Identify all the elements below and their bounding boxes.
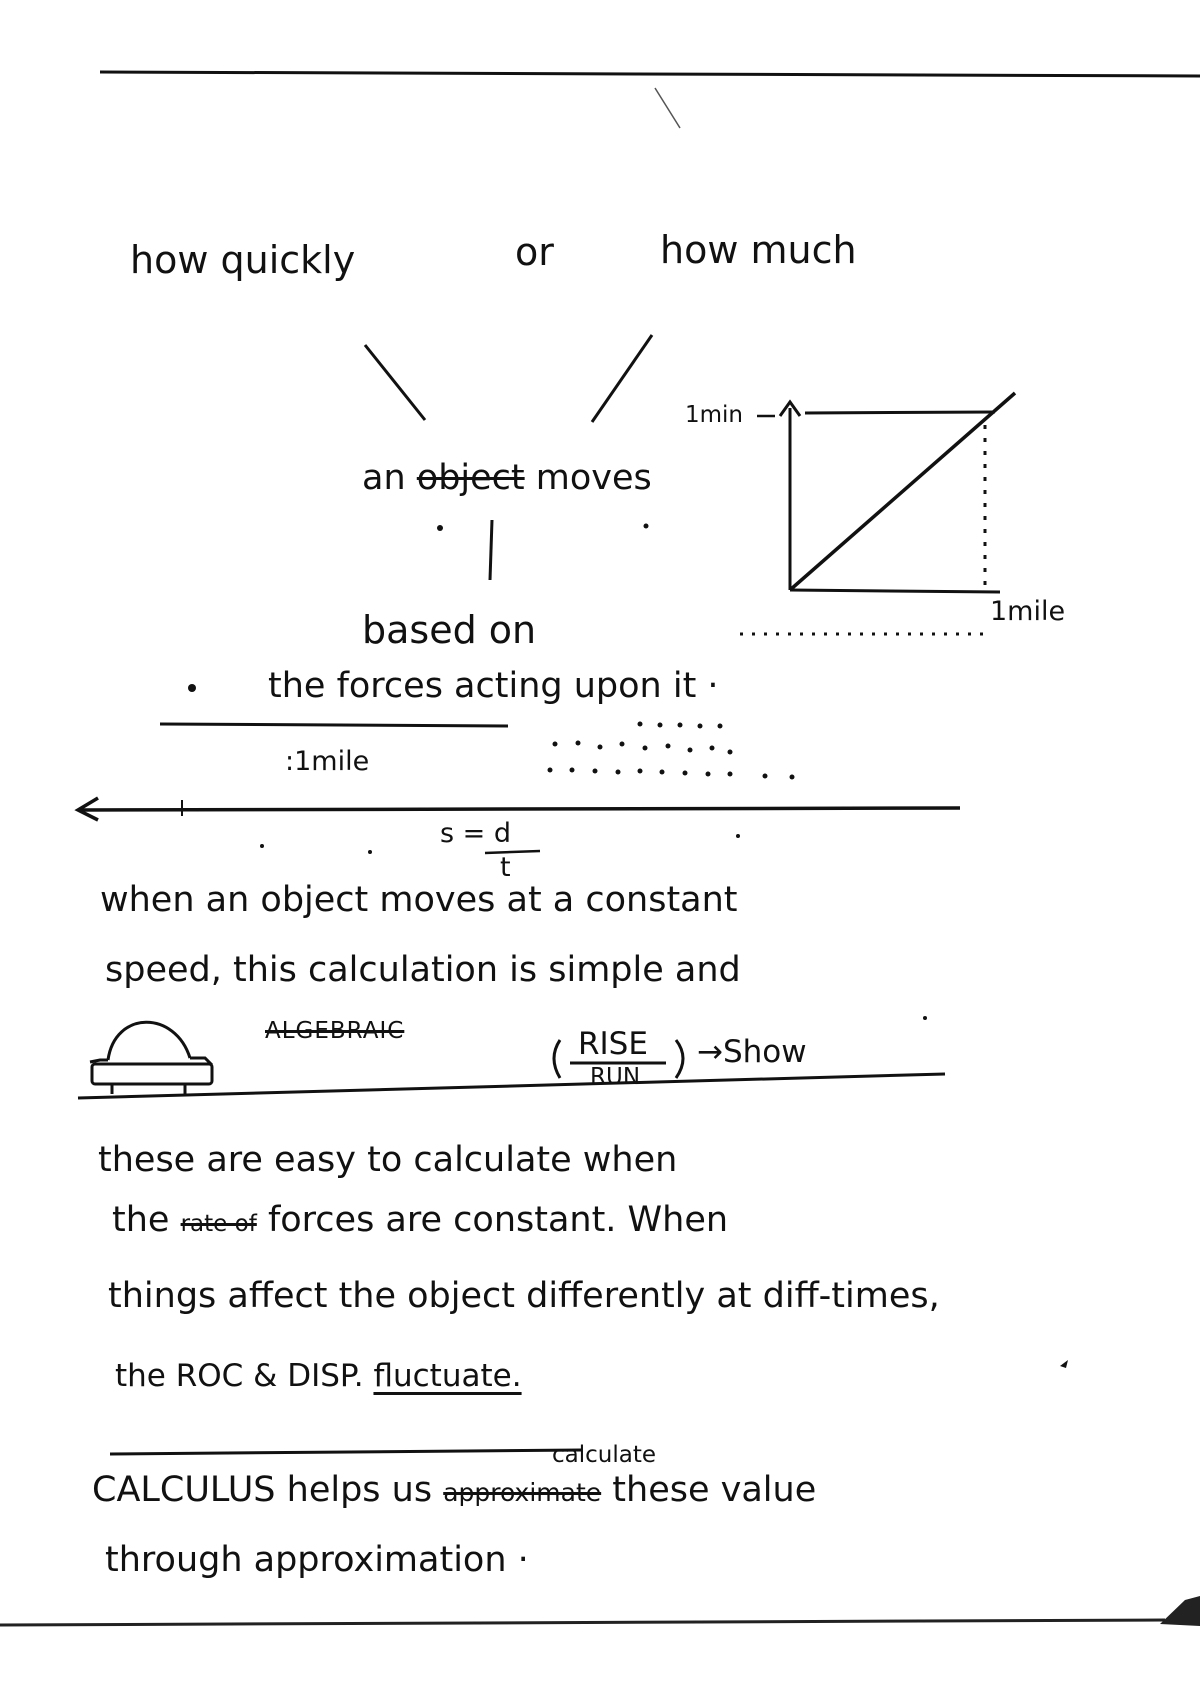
para2-line4: the ROC & DISP. fluctuate. bbox=[115, 1358, 522, 1394]
stray-mark bbox=[654, 87, 681, 129]
calc-line2: through approximation · bbox=[105, 1540, 529, 1580]
section-rule bbox=[77, 1072, 946, 1100]
formula-t: t bbox=[500, 852, 511, 883]
distance-time-graph bbox=[740, 391, 1017, 636]
dot-mark bbox=[437, 525, 443, 531]
short-rule bbox=[159, 722, 509, 728]
paren-left bbox=[552, 1039, 562, 1079]
calc-insert: calculate bbox=[552, 1442, 657, 1468]
calculus-rule bbox=[109, 1448, 583, 1456]
dot-mark bbox=[736, 834, 740, 838]
dot-mark bbox=[923, 1016, 927, 1020]
object-struck: object bbox=[416, 458, 525, 498]
bullet bbox=[188, 684, 196, 692]
calc-line1-a: CALCULUS helps us bbox=[92, 1470, 433, 1510]
formula-fraction-bar bbox=[484, 849, 541, 855]
graph-x-axis bbox=[789, 588, 1001, 594]
graph-y-label: 1min bbox=[685, 402, 744, 428]
calc-struck: approximate bbox=[443, 1478, 602, 1507]
para2-line2-b: forces are constant. When bbox=[267, 1200, 729, 1240]
para2-line4-a: the ROC & DISP. bbox=[115, 1358, 364, 1394]
calc-line1-b: these value bbox=[612, 1470, 817, 1510]
show-label: →Show bbox=[697, 1034, 807, 1070]
paren-right bbox=[674, 1039, 685, 1079]
para2-line3: things affect the object differently at … bbox=[108, 1276, 940, 1316]
graph-top-line bbox=[804, 410, 996, 415]
para1-line1: when an object moves at a constant bbox=[100, 880, 738, 920]
object-prefix: an bbox=[362, 458, 406, 498]
top-border-line bbox=[99, 70, 1200, 78]
branch-line-left bbox=[363, 344, 427, 421]
graph-diagonal bbox=[788, 391, 1017, 592]
fluctuate: fluctuate. bbox=[373, 1358, 522, 1394]
branch-line-down bbox=[488, 519, 494, 581]
note-one-mile: :1mile bbox=[285, 746, 370, 777]
para2-line1: these are easy to calculate when bbox=[98, 1140, 678, 1180]
para2-line2-a: the bbox=[112, 1200, 170, 1240]
run-label: RUN bbox=[590, 1064, 641, 1090]
stray-mark bbox=[1060, 1360, 1068, 1368]
branch-line-right bbox=[590, 334, 654, 423]
para2-line2: the rate of forces are constant. When bbox=[112, 1200, 728, 1240]
long-arrow-line bbox=[79, 806, 961, 812]
note-how-quickly: how quickly bbox=[130, 238, 356, 282]
corner-smudge bbox=[1160, 1596, 1200, 1626]
algebraic-struck: ALGEBRAIC bbox=[265, 1018, 405, 1044]
car-doodle bbox=[89, 1020, 214, 1094]
note-how-much: how much bbox=[660, 228, 857, 272]
para2-line2-struck: rate of bbox=[180, 1211, 257, 1237]
note-forces: the forces acting upon it · bbox=[268, 666, 719, 706]
note-based-on: based on bbox=[362, 608, 537, 652]
dot-cluster bbox=[547, 721, 795, 780]
dot-mark bbox=[368, 850, 372, 854]
rise-label: RISE bbox=[578, 1026, 648, 1062]
graph-y-arrow bbox=[778, 399, 802, 417]
formula-s-equals-d: s = d bbox=[440, 818, 511, 849]
graph-x-label: 1mile bbox=[990, 596, 1066, 627]
note-object-line: an object moves bbox=[362, 458, 652, 498]
dot-mark bbox=[260, 844, 264, 848]
para1-line2: speed, this calculation is simple and bbox=[105, 950, 741, 990]
bottom-border-line bbox=[0, 1618, 1166, 1627]
note-or: or bbox=[515, 230, 554, 274]
object-suffix: moves bbox=[535, 458, 652, 498]
long-arrow-head bbox=[74, 796, 99, 822]
dot-mark bbox=[643, 523, 649, 529]
calc-line1: CALCULUS helps us approximate these valu… bbox=[92, 1470, 816, 1510]
